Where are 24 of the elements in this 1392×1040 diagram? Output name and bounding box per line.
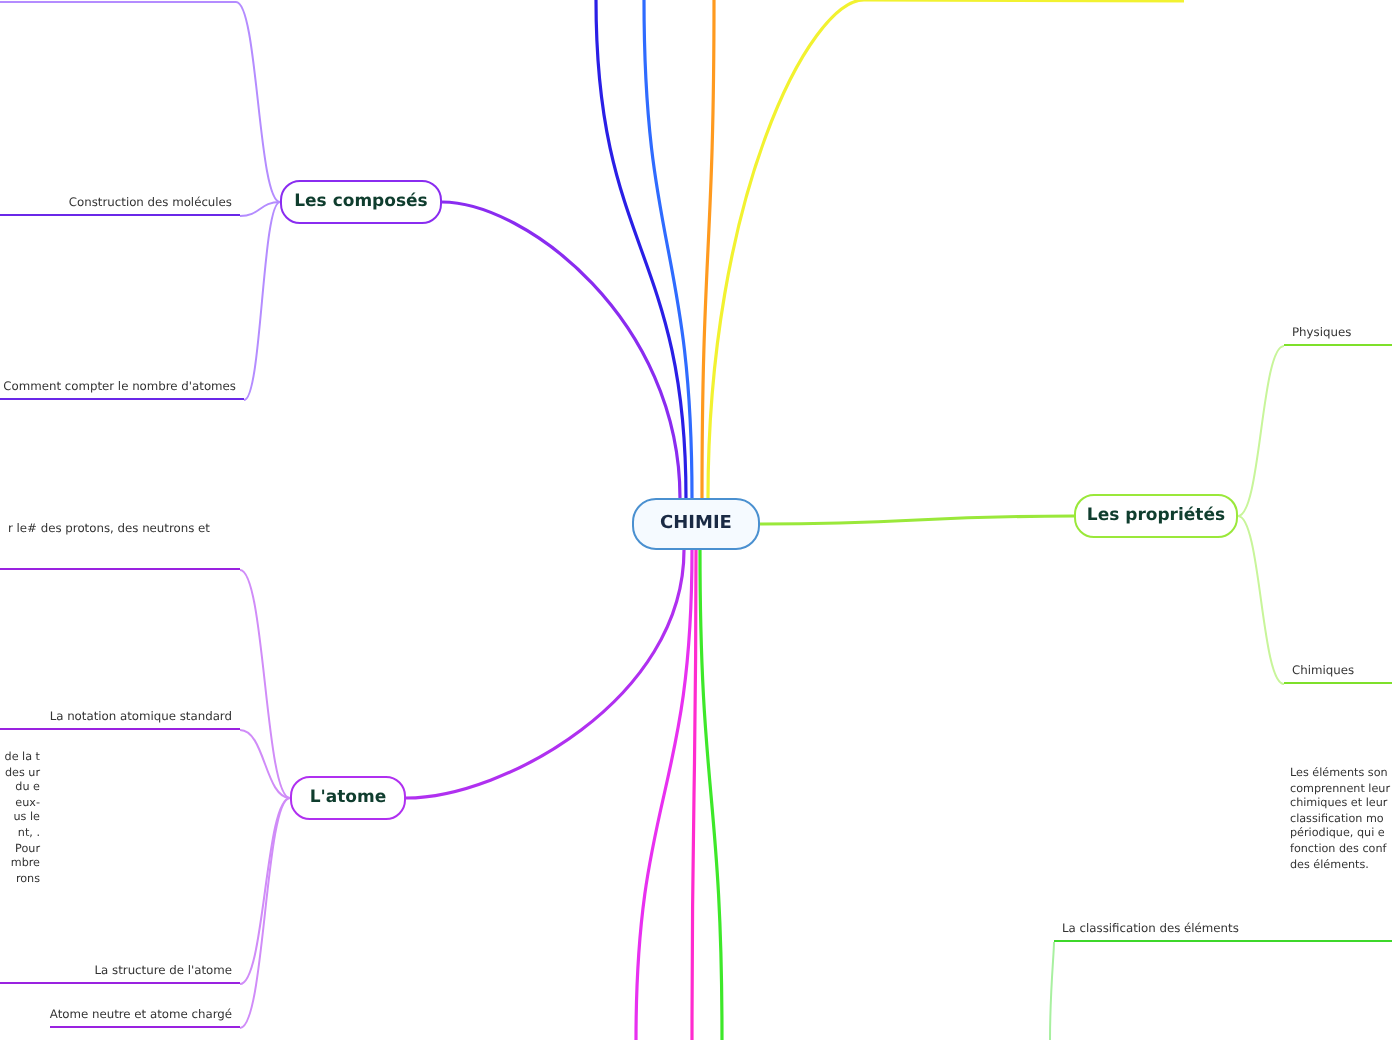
branch-line bbox=[239, 797, 291, 1029]
central-topic: CHIMIE bbox=[632, 498, 760, 550]
branch-line bbox=[239, 201, 281, 217]
branch-line bbox=[706, 0, 1184, 499]
branch-line bbox=[760, 514, 1074, 526]
branch-line bbox=[239, 729, 291, 799]
branch-line bbox=[642, 0, 694, 499]
branch-line bbox=[634, 549, 694, 1040]
branch-line bbox=[441, 200, 682, 499]
branch-line bbox=[700, 0, 716, 498]
branch-line bbox=[1237, 345, 1285, 517]
branch-line bbox=[690, 550, 698, 1040]
topic-node: Les composés bbox=[280, 180, 442, 224]
branch-line bbox=[594, 0, 688, 499]
branch-line bbox=[1237, 515, 1285, 685]
branch-line bbox=[1049, 941, 1055, 1040]
branch-line bbox=[239, 797, 291, 985]
branch-line bbox=[239, 569, 291, 799]
topic-node: Les propriétés bbox=[1074, 494, 1238, 538]
branch-line bbox=[698, 550, 724, 1040]
branch-line bbox=[0, 1, 281, 203]
branch-line bbox=[243, 201, 281, 401]
topic-node: L'atome bbox=[290, 776, 406, 820]
branch-line bbox=[405, 549, 686, 800]
